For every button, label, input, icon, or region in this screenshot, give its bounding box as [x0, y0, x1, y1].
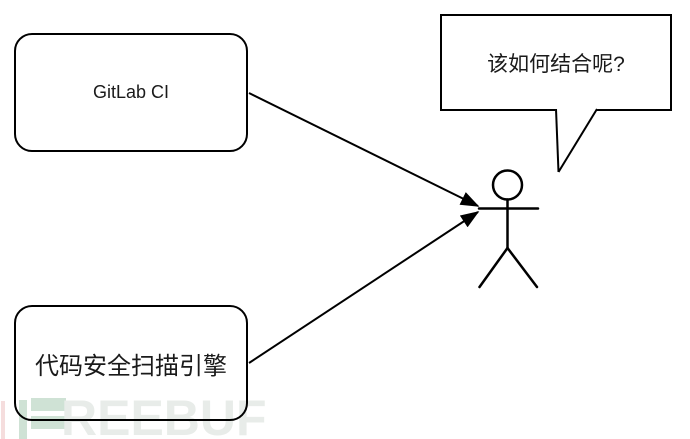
- speech-bubble: 该如何结合呢?: [440, 14, 672, 111]
- freebuf-f-icon: [31, 398, 66, 411]
- freebuf-f-icon: [31, 416, 66, 429]
- watermark-accent-bar: [1, 401, 5, 439]
- freebuf-watermark: REEBUF: [0, 392, 280, 439]
- node-gitlab-ci-label: GitLab CI: [92, 82, 170, 102]
- node-scan-engine-label: 代码安全扫描引擎: [35, 352, 227, 380]
- node-gitlab-ci: GitLab CI: [14, 33, 248, 152]
- stick-figure-right-leg: [506, 246, 539, 289]
- stick-figure-left-leg: [478, 246, 509, 289]
- freebuf-f-icon: [19, 400, 27, 439]
- edge-engine-to-actor: [248, 211, 480, 364]
- stick-figure-head: [491, 169, 524, 201]
- watermark-logo-text: REEBUF: [61, 392, 267, 439]
- speech-bubble-tail: [555, 108, 598, 173]
- stick-figure: [477, 169, 540, 289]
- speech-bubble-text: 该如何结合呢?: [487, 52, 625, 76]
